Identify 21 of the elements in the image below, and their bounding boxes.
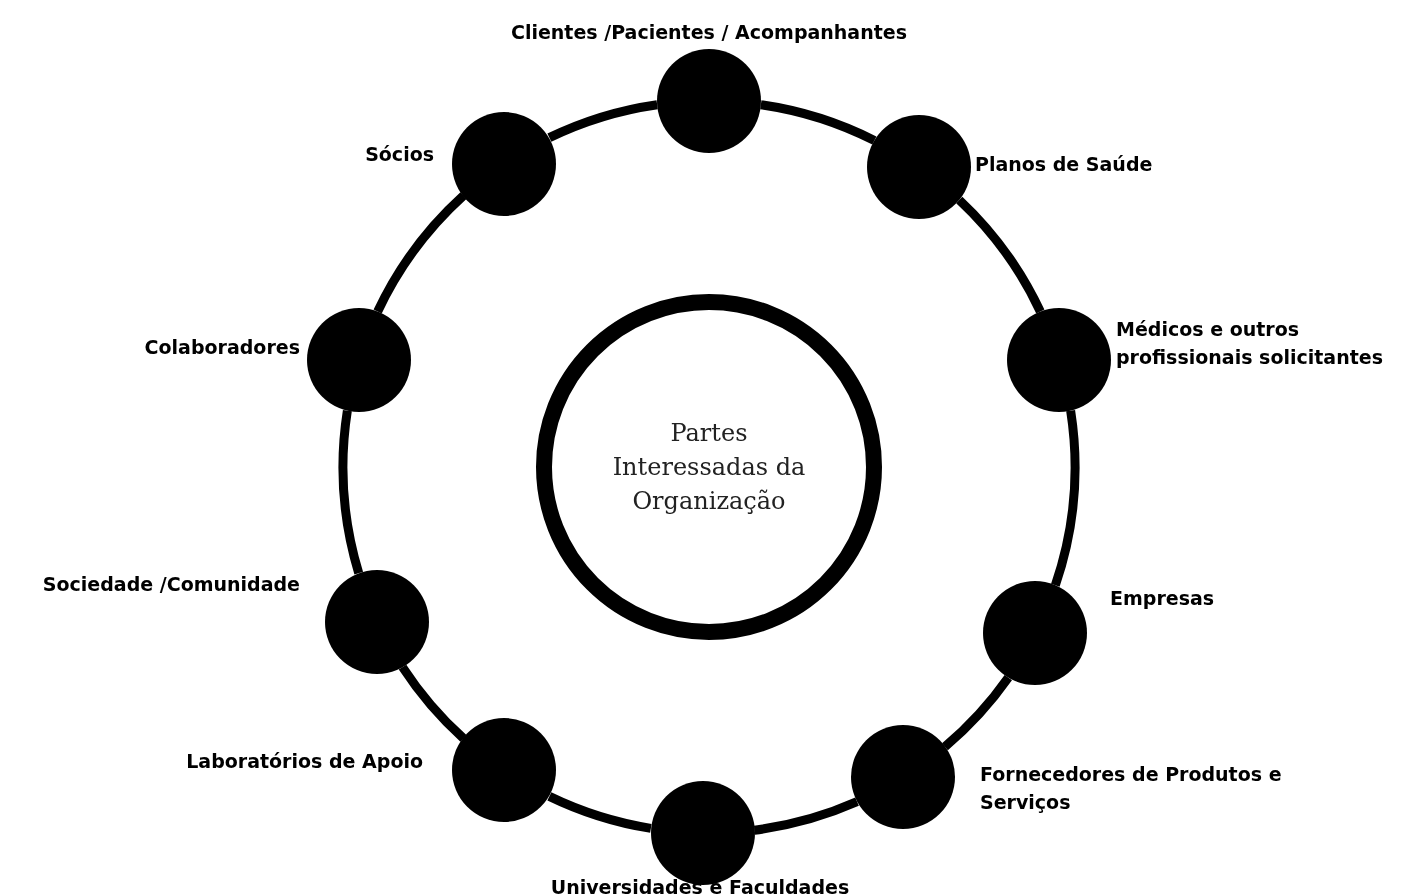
ring-connector [956, 196, 1045, 314]
stakeholder-label: Fornecedores de Produtos e Serviços [980, 762, 1283, 815]
stakeholder-label: Clientes /Pacientes / Acompanhantes [510, 20, 908, 45]
stakeholder-label: Médicos e outros profissionais solicitantes [1116, 317, 1384, 370]
stakeholder-label: Sociedade /Comunidade [41, 572, 300, 597]
ring-connector [760, 100, 877, 145]
stakeholder-label: Planos de Saúde [975, 152, 1154, 177]
ring-connector [398, 664, 467, 742]
center-label: Partes Interessadas da Organização [611, 418, 807, 517]
ring-connector [373, 192, 467, 314]
ring-connector [338, 410, 364, 575]
ring-connector [941, 674, 1012, 751]
ring-connector [1051, 410, 1080, 587]
ring-connector [547, 792, 652, 833]
ring-connector [547, 100, 658, 142]
center-ring [536, 294, 882, 640]
stakeholder-label: Sócios [364, 142, 434, 167]
stakeholder-label: Colaboradores [143, 335, 300, 360]
stakeholder-label: Laboratórios de Apoio [185, 749, 423, 774]
ring-connector [753, 797, 859, 835]
stakeholder-label: Empresas [1110, 586, 1216, 611]
